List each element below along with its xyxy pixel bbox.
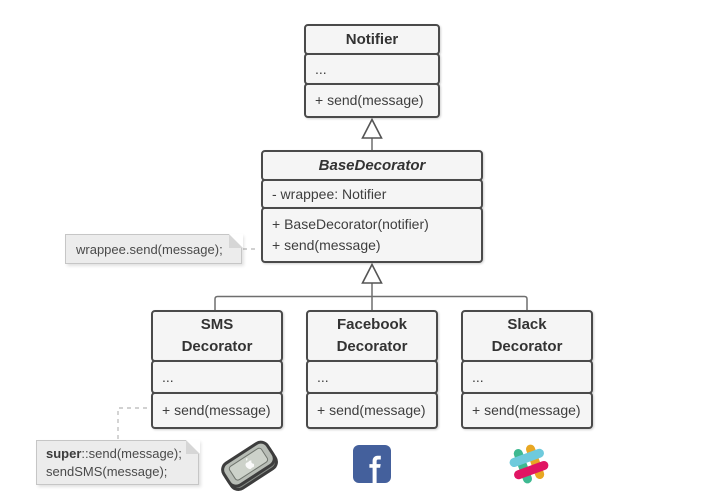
class-methods-section: + send(message): [461, 392, 593, 429]
facebook-icon: [353, 445, 391, 488]
hollow-triangle-arrow-top: [361, 117, 383, 139]
class-sms-decorator: SMS Decorator ... + send(message): [151, 310, 283, 429]
note-dashed-connector: [117, 407, 149, 439]
class-fields-section: ...: [304, 53, 440, 85]
class-title: Notifier: [304, 24, 440, 55]
class-title: Facebook Decorator: [306, 310, 438, 362]
class-title: Slack Decorator: [461, 310, 593, 362]
note-wrappee-send: wrappee.send(message);: [65, 233, 243, 264]
hollow-triangle-arrow-bottom: [361, 262, 383, 284]
class-fields-section: ...: [306, 360, 438, 394]
class-fields-section: ...: [461, 360, 593, 394]
note-super-send: super::send(message); sendSMS(message);: [36, 439, 200, 485]
class-methods-section: + send(message): [304, 83, 440, 118]
class-title: SMS Decorator: [151, 310, 283, 362]
apple-logo: [245, 457, 255, 470]
class-methods-section: + send(message): [306, 392, 438, 429]
class-title: BaseDecorator: [261, 150, 483, 181]
class-notifier: Notifier ... + send(message): [304, 24, 440, 118]
class-fields-section: ...: [151, 360, 283, 394]
class-slack-decorator: Slack Decorator ... + send(message): [461, 310, 593, 429]
class-fields-section: - wrappee: Notifier: [261, 179, 483, 209]
smartphone-icon: [214, 436, 284, 500]
class-methods-section: + send(message): [151, 392, 283, 429]
class-basedecorator: BaseDecorator - wrappee: Notifier + Base…: [261, 150, 483, 263]
class-facebook-decorator: Facebook Decorator ... + send(message): [306, 310, 438, 429]
class-methods-section: + BaseDecorator(notifier) + send(message…: [261, 207, 483, 263]
slack-icon: [505, 440, 553, 493]
